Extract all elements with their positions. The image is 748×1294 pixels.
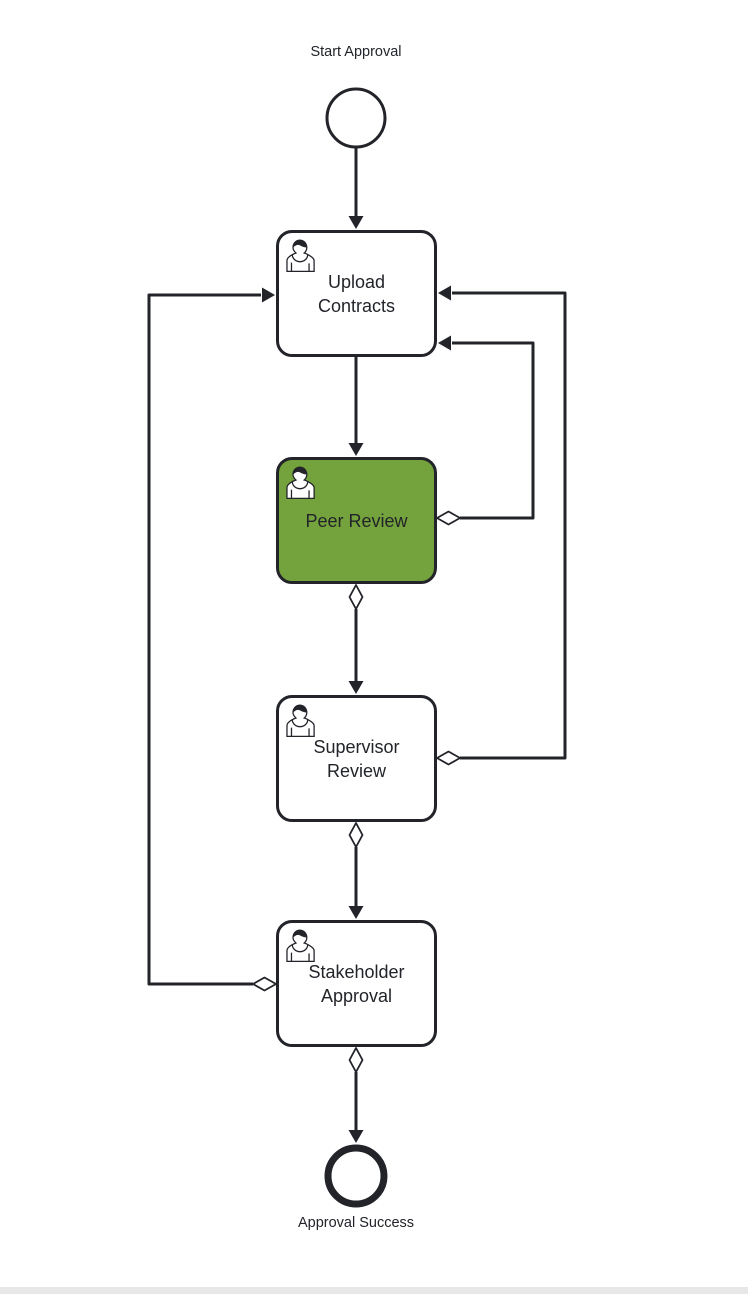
- task-label: Stakeholder Approval: [308, 960, 404, 1008]
- arrowhead-icon: [262, 287, 275, 303]
- task-label-line: Peer Review: [305, 510, 408, 531]
- task-label-line: Review: [326, 760, 386, 781]
- flow-stakeholder-approval-back-to-upload-contracts[interactable]: [147, 287, 277, 992]
- flow-supervisor-review-back-to-upload-contracts[interactable]: [436, 285, 567, 766]
- arrowhead-icon: [348, 906, 364, 919]
- arrowhead-icon: [348, 216, 364, 229]
- task-label-line: Supervisor: [313, 736, 400, 757]
- flow-line[interactable]: [147, 293, 261, 986]
- user-icon: [286, 928, 315, 962]
- flow-supervisor-review-to-stakeholder-approval[interactable]: [348, 822, 364, 919]
- conditional-diamond-icon: [348, 584, 364, 610]
- task-label: Supervisor Review: [313, 735, 399, 783]
- footer-divider: [0, 1287, 748, 1294]
- task-supervisor-review[interactable]: Supervisor Review: [276, 695, 437, 822]
- start-event-circle[interactable]: [325, 87, 387, 149]
- conditional-diamond-icon: [348, 1047, 364, 1073]
- user-icon: [286, 465, 315, 499]
- end-event-label[interactable]: Approval Success: [297, 1215, 415, 1231]
- task-stakeholder-approval[interactable]: Stakeholder Approval: [276, 920, 437, 1047]
- task-label-line: Upload: [327, 271, 386, 292]
- task-label-line: Approval: [320, 985, 393, 1006]
- task-label-line: Contracts: [317, 295, 396, 316]
- arrowhead-icon: [348, 1130, 364, 1143]
- start-event-label[interactable]: Start Approval: [310, 44, 402, 60]
- conditional-diamond-icon: [436, 510, 461, 526]
- conditional-diamond-icon: [252, 976, 277, 992]
- arrowhead-icon: [438, 335, 451, 351]
- conditional-diamond-icon: [348, 822, 364, 848]
- flow-start-to-upload-contracts[interactable]: [348, 147, 364, 229]
- arrowhead-icon: [438, 285, 451, 301]
- flow-peer-review-to-supervisor-review[interactable]: [348, 584, 364, 694]
- flow-peer-review-back-to-upload-contracts[interactable]: [436, 335, 535, 526]
- user-icon: [286, 238, 315, 272]
- end-event-circle[interactable]: [324, 1144, 388, 1208]
- arrowhead-icon: [348, 443, 364, 456]
- arrowhead-icon: [348, 681, 364, 694]
- task-peer-review[interactable]: Peer Review: [276, 457, 437, 584]
- task-upload-contracts[interactable]: Upload Contracts: [276, 230, 437, 357]
- flow-line[interactable]: [452, 291, 567, 760]
- conditional-diamond-icon: [436, 750, 461, 766]
- user-icon: [286, 703, 315, 737]
- task-label-line: Stakeholder: [308, 961, 405, 982]
- flow-line[interactable]: [452, 341, 535, 520]
- task-label: Peer Review: [305, 509, 407, 533]
- flow-upload-contracts-to-peer-review[interactable]: [348, 357, 364, 456]
- task-label: Upload Contracts: [318, 270, 395, 318]
- flow-stakeholder-approval-to-end[interactable]: [348, 1047, 364, 1143]
